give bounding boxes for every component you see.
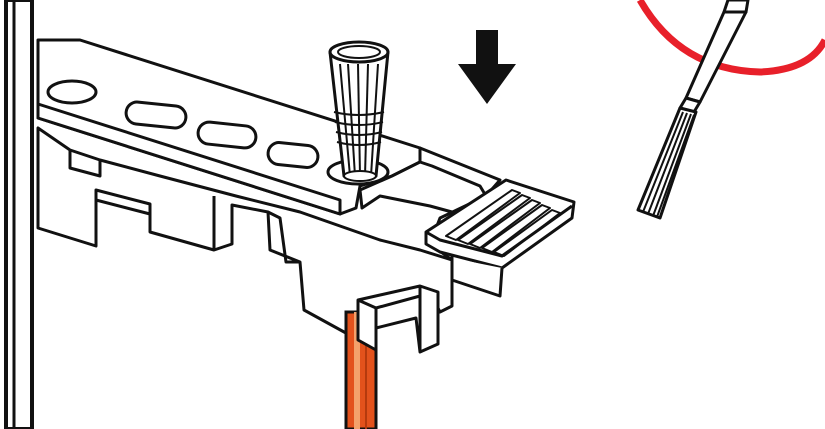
vertical-stand-rail <box>4 0 34 429</box>
tweezers-icon <box>636 0 750 220</box>
tray-hole <box>266 141 320 169</box>
tray-hole <box>196 120 258 150</box>
down-arrow-icon <box>458 30 516 104</box>
tube-insert-icon <box>326 40 390 186</box>
pedal-icon <box>424 178 576 298</box>
rod-clip <box>356 284 440 354</box>
callout-circle <box>636 0 825 76</box>
tray-hole <box>124 100 188 130</box>
tray-hole <box>46 79 98 105</box>
